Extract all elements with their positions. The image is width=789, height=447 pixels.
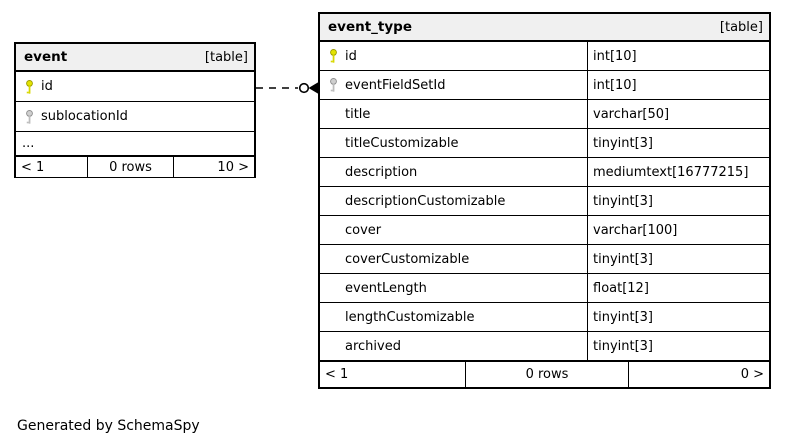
column-type: float[12]: [593, 280, 649, 296]
column-type: tinyint[3]: [593, 251, 654, 267]
table-event-pager: < 1 0 rows 10 >: [16, 156, 254, 177]
table-row: archived tinyint[3]: [320, 332, 769, 361]
column-type: tinyint[3]: [593, 193, 654, 209]
table-row: id: [16, 72, 254, 102]
table-event-type-pager: < 1 0 rows 0 >: [320, 361, 769, 387]
pager-prev-button[interactable]: < 1: [320, 362, 466, 387]
table-event[interactable]: event [table] id: [14, 42, 256, 178]
table-event-type[interactable]: event_type [table] id int[10]: [318, 12, 771, 389]
generated-by-caption: Generated by SchemaSpy: [17, 418, 200, 434]
column-type: varchar[50]: [593, 106, 670, 122]
column-name: title: [345, 106, 371, 122]
arrowhead-marker: [308, 82, 318, 94]
table-row: descriptionCustomizable tinyint[3]: [320, 187, 769, 216]
table-row: description mediumtext[16777215]: [320, 158, 769, 187]
foreign-key-icon: [328, 77, 339, 93]
column-type: int[10]: [593, 48, 637, 64]
pager-next-button[interactable]: 0 >: [740, 367, 764, 382]
column-name: cover: [345, 222, 382, 238]
column-type: int[10]: [593, 77, 637, 93]
primary-key-icon: [328, 48, 339, 64]
column-name: coverCustomizable: [345, 251, 470, 267]
column-name: archived: [345, 338, 401, 354]
table-row: eventLength float[12]: [320, 274, 769, 303]
primary-key-icon: [24, 79, 35, 95]
table-event-type-header[interactable]: event_type [table]: [320, 14, 769, 42]
column-name: titleCustomizable: [345, 135, 459, 151]
column-name: eventLength: [345, 280, 427, 296]
relationship-connector: [256, 82, 318, 94]
column-name: id: [41, 79, 53, 94]
column-type: tinyint[3]: [593, 338, 654, 354]
table-row: title varchar[50]: [320, 100, 769, 129]
table-event-badge: [table]: [204, 49, 248, 65]
column-type: tinyint[3]: [593, 135, 654, 151]
circle-marker: [298, 82, 310, 94]
table-event-type-title: event_type: [328, 19, 412, 35]
table-row: lengthCustomizable tinyint[3]: [320, 303, 769, 332]
column-type: tinyint[3]: [593, 309, 654, 325]
table-event-type-badge: [table]: [719, 19, 763, 35]
row-count-label: 0 rows: [466, 362, 629, 387]
column-name: lengthCustomizable: [345, 309, 475, 325]
column-name: description: [345, 164, 418, 180]
table-row: coverCustomizable tinyint[3]: [320, 245, 769, 274]
table-row: cover varchar[100]: [320, 216, 769, 245]
pager-next-button[interactable]: 10 >: [217, 159, 249, 175]
column-name: id: [345, 48, 357, 64]
table-event-header[interactable]: event [table]: [16, 44, 254, 72]
column-name: descriptionCustomizable: [345, 193, 506, 209]
row-count-label: 0 rows: [88, 157, 174, 177]
pager-prev-button[interactable]: < 1: [16, 157, 88, 177]
column-name: eventFieldSetId: [345, 77, 446, 93]
column-name: sublocationId: [41, 109, 128, 124]
more-columns-row: ...: [16, 132, 254, 156]
column-type: varchar[100]: [593, 222, 678, 238]
ellipsis-label: ...: [22, 136, 35, 151]
table-event-title: event: [24, 49, 68, 65]
column-type: mediumtext[16777215]: [593, 164, 749, 180]
table-row: eventFieldSetId int[10]: [320, 71, 769, 100]
table-row: titleCustomizable tinyint[3]: [320, 129, 769, 158]
table-row: id int[10]: [320, 42, 769, 71]
table-row: sublocationId: [16, 102, 254, 132]
foreign-key-icon: [24, 109, 35, 125]
